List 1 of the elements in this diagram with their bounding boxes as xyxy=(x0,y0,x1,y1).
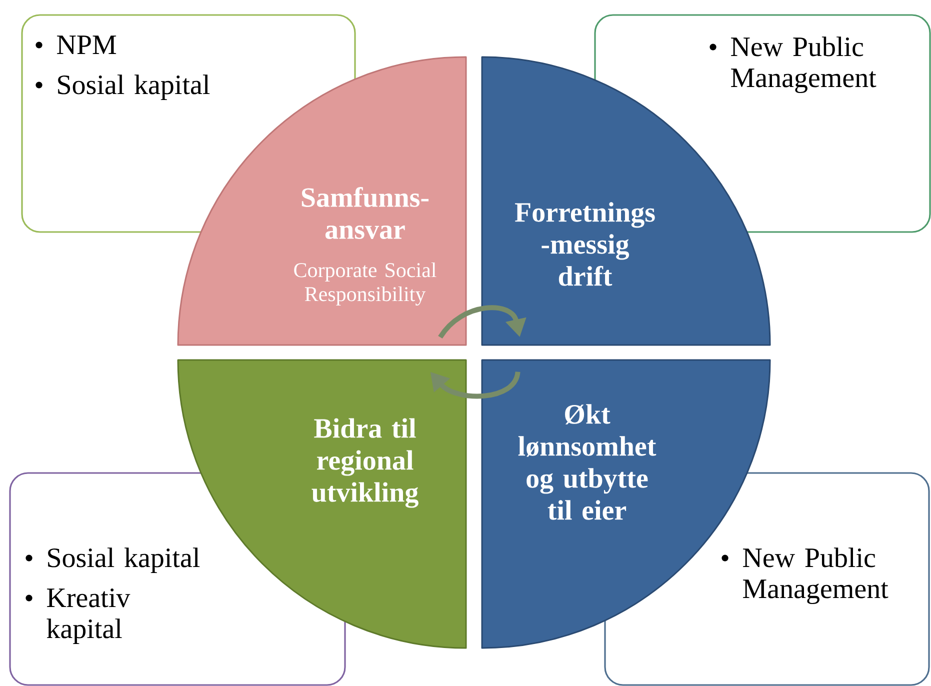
curved-arrow xyxy=(438,305,526,339)
